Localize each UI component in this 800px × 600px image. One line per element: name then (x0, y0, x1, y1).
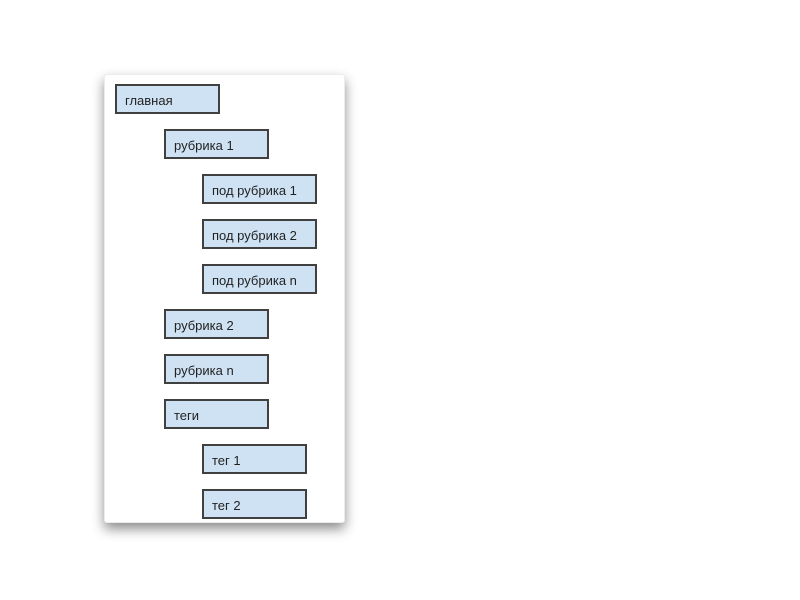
diagram-node: теги (164, 399, 269, 429)
diagram-node: тег 1 (202, 444, 307, 474)
diagram-node-label: под рубрика 1 (212, 183, 297, 198)
diagram-node-label: главная (125, 93, 173, 108)
diagram-node: под рубрика 1 (202, 174, 317, 204)
diagram-node-label: теги (174, 408, 200, 423)
diagram-node-label: рубрика n (174, 363, 234, 378)
diagram-node: рубрика 2 (164, 309, 269, 339)
diagram-node: рубрика 1 (164, 129, 269, 159)
diagram-node-label: рубрика 2 (174, 318, 234, 333)
diagram-node-label: тег 1 (212, 453, 241, 468)
diagram-node: под рубрика n (202, 264, 317, 294)
diagram-node: главная (115, 84, 220, 114)
diagram-node-label: под рубрика n (212, 273, 297, 288)
diagram-node: тег 2 (202, 489, 307, 519)
diagram-node-label: тег 2 (212, 498, 241, 513)
diagram-node-label: рубрика 1 (174, 138, 234, 153)
diagram-node-label: под рубрика 2 (212, 228, 297, 243)
diagram-panel: главная рубрика 1 под рубрика 1 под рубрика… (104, 74, 345, 523)
diagram-node: под рубрика 2 (202, 219, 317, 249)
diagram-node: рубрика n (164, 354, 269, 384)
